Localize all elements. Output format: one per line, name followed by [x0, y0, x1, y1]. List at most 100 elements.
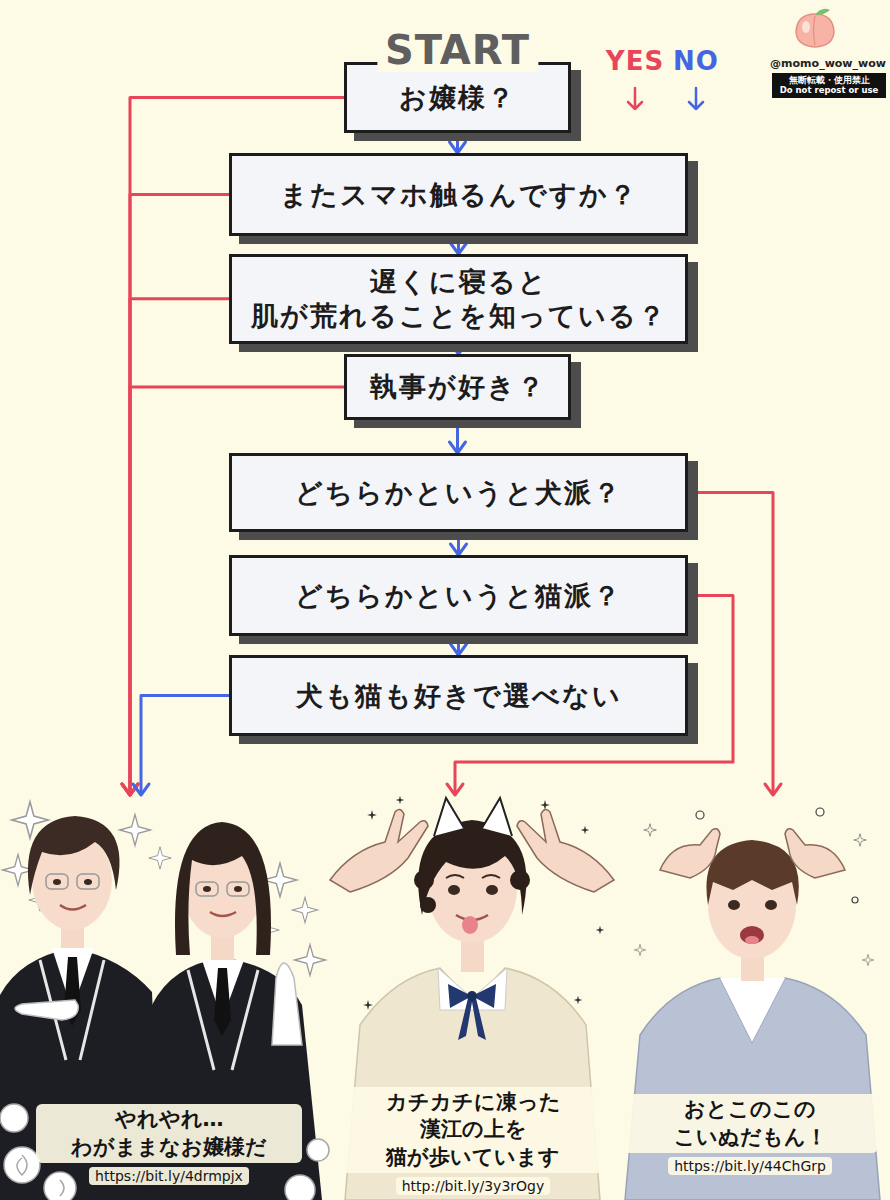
- question-box: またスマホ触るんですか？: [229, 153, 688, 236]
- question-text: またスマホ触るんですか？: [280, 178, 638, 212]
- cat-ear-figure-part: [330, 809, 614, 892]
- connector-arrowhead: [451, 644, 467, 655]
- flow-connector: [451, 636, 467, 655]
- puppy-figure-part: [816, 808, 824, 816]
- cat-ear-figure-part: [367, 810, 377, 820]
- flow-connector: [133, 696, 229, 796]
- result-caption: やれやれ… わがままなお嬢様だ: [36, 1104, 302, 1163]
- cat-ear-figure-part: [596, 926, 604, 934]
- puppy-figure-part: [720, 978, 785, 1042]
- butler-pair-figure-part: [0, 1104, 28, 1132]
- puppy-figure-part: [728, 900, 740, 910]
- connector-arrowhead: [450, 142, 466, 153]
- puppy-figure-part: [696, 811, 704, 819]
- result-link: https://bit.ly/44ChGrp: [668, 1157, 832, 1175]
- flow-connector: [451, 343, 467, 354]
- butler-pair-figure-part: [53, 879, 61, 885]
- legend-arrow: [628, 88, 642, 109]
- butler-pair-figure-part: [77, 874, 99, 889]
- peach-icon-part: [815, 9, 830, 15]
- result-panel: おとこのこの こいぬだもん！ https://bit.ly/44ChGrp: [616, 795, 884, 1175]
- cat-ear-figure-part: [448, 984, 496, 1008]
- peach-icon-part: [796, 14, 834, 47]
- cat-ear-figure-part: [467, 991, 477, 1001]
- cat-ear-figure: [330, 796, 614, 1200]
- connector-arrowhead: [450, 442, 466, 453]
- connector-arrowhead: [451, 243, 467, 254]
- result-caption: おとこのこの こいぬだもん！: [622, 1094, 878, 1153]
- puppy-figure-part: [660, 829, 845, 878]
- question-box: STARTお嬢様？: [344, 62, 571, 133]
- butler-pair-figure-part: [84, 879, 92, 885]
- connector-arrowhead: [133, 784, 149, 795]
- butler-pair-figure-part: [3, 802, 326, 976]
- watermark-plate: 無断転載・使用禁止Do not repost or use: [772, 73, 886, 98]
- question-box: 犬も猫も好きで選べない: [229, 655, 688, 736]
- butler-pair-figure-part: [15, 1000, 78, 1020]
- butler-pair-figure-part: [234, 886, 242, 892]
- question-text: 執事が好き？: [370, 370, 546, 404]
- butler-pair-figure-part: [120, 815, 151, 846]
- flow-connector: [451, 532, 467, 555]
- puppy-figure-part: [852, 897, 858, 903]
- cat-ear-figure-part: [510, 870, 530, 890]
- butler-pair-figure-part: [272, 963, 302, 1045]
- puppy-figure-part: [706, 840, 798, 905]
- result-link: https://bit.ly/4drmpjx: [89, 1167, 249, 1185]
- puppy-figure-part: [862, 954, 873, 965]
- question-box: どちらかというと猫派？: [229, 555, 688, 636]
- cat-ear-figure-part: [486, 885, 498, 895]
- flow-connector: [450, 420, 466, 453]
- watermark-notice: 無断転載・使用禁止: [789, 75, 870, 85]
- butler-pair-figure-part: [145, 958, 322, 1200]
- butler-pair-figure-part: [196, 882, 218, 896]
- question-box: どちらかというと犬派？: [229, 453, 688, 532]
- cat-ear-figure-part: [420, 897, 436, 913]
- cat-ear-figure-part: [448, 885, 460, 895]
- puppy-figure-part: [660, 829, 720, 878]
- butler-pair-figure-part: [175, 822, 271, 955]
- cat-ear-figure-part: [482, 798, 512, 836]
- connector-arrowhead: [451, 343, 467, 354]
- peach-icon: [796, 9, 834, 47]
- legend-label: NO: [673, 46, 719, 76]
- cat-ear-figure-part: [396, 796, 404, 804]
- butler-pair-figure-part: [307, 1139, 329, 1161]
- legend-arrow-swatch: [624, 86, 646, 112]
- butler-pair-figure-part: [210, 912, 236, 916]
- cat-ear-figure-part: [540, 800, 550, 810]
- result-panel: やれやれ… わがままなお嬢様だ https://bit.ly/4drmpjx: [8, 795, 330, 1185]
- cat-ear-figure-part: [458, 998, 486, 1040]
- puppy-figure-part: [745, 936, 759, 944]
- puppy-figure-part: [854, 834, 867, 847]
- question-box: 遅くに寝ると 肌が荒れることを知っている？: [229, 254, 688, 344]
- connector-line: [456, 420, 459, 453]
- cat-ear-figure-part: [330, 809, 428, 892]
- result-panel: カチカチに凍った 漢江の上を 猫が歩いていますhttp://bit.ly/3y3…: [338, 795, 608, 1195]
- puppy-figure-part: [634, 808, 873, 966]
- butler-pair-figure-part: [4, 1147, 40, 1183]
- connector-arrowhead: [447, 784, 463, 795]
- watermark-handle: @momo_wow_wow: [766, 57, 890, 70]
- legend-label: YES: [606, 46, 664, 76]
- question-box: 執事が好き？: [344, 354, 571, 420]
- cat-ear-figure-part: [462, 916, 478, 934]
- cat-ear-figure-part: [434, 798, 464, 836]
- question-text: 犬も猫も好きで選べない: [296, 679, 622, 713]
- cat-ear-figure-part: [446, 875, 500, 878]
- connector-line: [130, 195, 229, 796]
- legend-arrow: [689, 88, 703, 109]
- puppy-figure-part: [634, 944, 645, 955]
- question-text: どちらかというと犬派？: [295, 476, 622, 510]
- legend-arrow-swatch: [685, 86, 707, 112]
- question-text: どちらかというと猫派？: [295, 579, 622, 613]
- butler-pair-figure-part: [60, 905, 86, 910]
- butler-pair-figure-part: [285, 1175, 315, 1200]
- result-link: http://bit.ly/3y3rOgy: [396, 1177, 551, 1195]
- peach-icon-part: [814, 16, 816, 45]
- connector-line: [688, 493, 773, 796]
- butler-pair-figure-part: [28, 816, 120, 895]
- butler-pair-figure-part: [17, 1155, 27, 1175]
- watermark-notice: Do not repost or use: [780, 85, 879, 95]
